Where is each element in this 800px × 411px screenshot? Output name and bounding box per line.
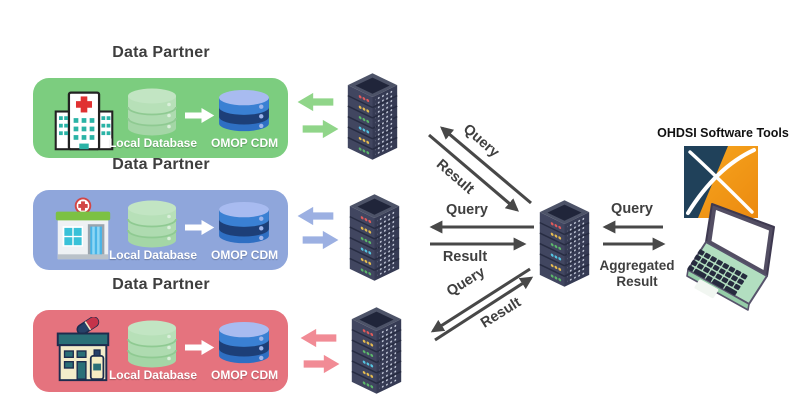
laptop-icon	[686, 203, 775, 311]
result-arrow-top	[427, 133, 519, 212]
ohdsi-logo	[684, 146, 758, 218]
omop-cdm-label: OMOP CDM	[211, 368, 279, 382]
hospital-icon	[54, 91, 114, 151]
ohdsi-software-tools-title: OHDSI Software Tools	[657, 126, 789, 140]
partner-2-box: Local Database OMOP CDM	[33, 190, 288, 270]
local-database-label: Local Database	[108, 136, 198, 150]
partner-1-title: Data Partner	[112, 44, 210, 61]
omop-cdm-label: OMOP CDM	[211, 136, 279, 150]
omop-cdm-label: OMOP CDM	[211, 248, 279, 262]
local-database-label: Local Database	[108, 248, 198, 262]
partner-3-box: Local Database OMOP CDM	[33, 310, 288, 392]
partner-3-title: Data Partner	[112, 276, 210, 293]
pharmacy-icon	[56, 317, 110, 382]
partner-1-box: Local Database OMOP CDM	[33, 78, 288, 158]
result-label-middle: Result	[442, 249, 488, 265]
partner-2-title: Data Partner	[112, 156, 210, 173]
local-database-label: Local Database	[108, 368, 198, 382]
aggregated-result-label: Aggregated Result	[599, 258, 675, 290]
query-label-middle: Query	[446, 202, 488, 218]
result-arrow-bottom	[434, 276, 534, 342]
query-arrow-bottom	[430, 267, 531, 333]
query-arrow-top	[440, 126, 532, 205]
clinic-icon	[55, 197, 111, 260]
query-label-client: Query	[611, 201, 653, 217]
